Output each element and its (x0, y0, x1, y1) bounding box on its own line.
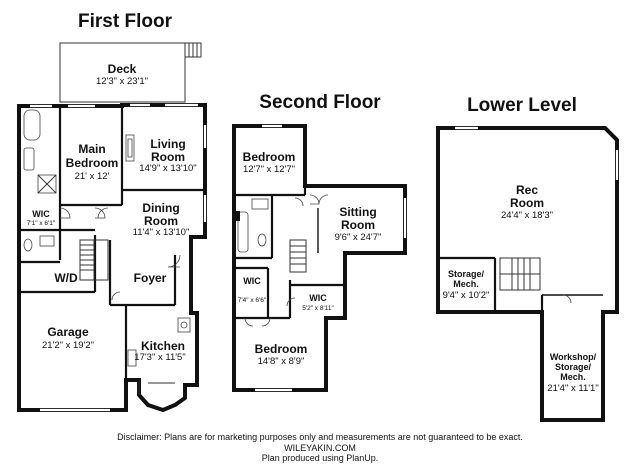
sitting-room-label-2: Room (341, 218, 375, 232)
toilet-icon-2 (257, 233, 267, 247)
bathtub-icon-2 (237, 211, 249, 253)
garage-dims: 21'2" x 19'2" (42, 340, 94, 351)
workshop-dims: 21'4" x 11'1" (547, 383, 598, 394)
wic-1-dims: 7'4" x 6'6" (238, 297, 267, 304)
deck-label: Deck (108, 62, 137, 76)
door-icon (94, 207, 106, 219)
dining-room-dims: 11'4" x 13'10" (133, 227, 190, 238)
wic-label: WIC (32, 209, 50, 219)
second-floor-title: Second Floor (259, 92, 381, 113)
rec-room-label-1: Rec (516, 183, 538, 197)
main-bedroom-label-1: Main (78, 142, 105, 156)
bathtub-icon (23, 109, 41, 141)
deck-outline (59, 42, 186, 103)
rec-room-label-2: Room (510, 196, 544, 210)
wd-label: W/D (54, 271, 78, 285)
produced-text: Plan produced using PlanUp. (261, 453, 379, 463)
sink-icon (39, 235, 55, 247)
first-floor: First Floor (17, 11, 207, 413)
kitchen-label: Kitchen (141, 339, 185, 353)
lower-level-title: Lower Level (467, 95, 577, 116)
second-floor: Second Floor (232, 92, 407, 392)
bedroom-1-dims: 12'7" x 12'7" (243, 164, 295, 175)
workshop-label-2: Storage/ (555, 362, 592, 372)
wic-dims: 7'1" x 6'1" (27, 220, 56, 227)
living-room-label-1: Living (150, 137, 185, 151)
toilet-icon (23, 238, 33, 252)
foyer-label: Foyer (134, 271, 167, 285)
lower-level-stairs (499, 257, 541, 291)
bedroom-2-dims: 14'8" x 8'9" (258, 356, 305, 367)
first-floor-stairs (79, 239, 109, 281)
second-floor-exterior-wall (232, 124, 407, 392)
vanity-icon (23, 147, 35, 171)
storage-mech-dims: 9'4" x 10'2" (443, 290, 490, 301)
wic-2-dims: 5'2" x 8'11" (302, 305, 334, 312)
wic-1-label: WIC (243, 276, 261, 286)
bedroom-2-label: Bedroom (255, 342, 308, 356)
workshop-label-1: Workshop/ (550, 352, 597, 362)
workshop-label-3: Mech. (560, 372, 586, 382)
living-room-dims: 14'9" x 13'10" (139, 163, 196, 174)
bedroom-1-label: Bedroom (243, 150, 296, 164)
first-floor-title: First Floor (78, 11, 173, 32)
garage-label: Garage (47, 325, 89, 339)
main-bedroom-label-2: Bedroom (66, 156, 119, 170)
website-text: WILEYAKIN.COM (284, 443, 356, 453)
sink-icon-kitchen (127, 349, 137, 367)
rec-room-dims: 24'4" x 18'3" (501, 210, 553, 221)
dining-room-label-1: Dining (142, 201, 179, 215)
sitting-room-dims: 9'6" x 24'7" (335, 232, 382, 243)
storage-mech-label-1: Storage/ (448, 269, 485, 279)
dining-room-label-2: Room (144, 214, 178, 228)
storage-mech-label-2: Mech. (453, 279, 479, 289)
lower-level: Lower Level Rec Room 24'4" x 18'3" Stora… (436, 95, 619, 422)
sink-icon-2 (251, 198, 269, 210)
disclaimer-text: Disclaimer: Plans are for marketing purp… (117, 432, 523, 442)
living-room-label-2: Room (151, 150, 185, 164)
second-floor-stairs (289, 239, 307, 273)
kitchen-dims: 17'3" x 11'5" (134, 352, 185, 363)
deck-dims: 12'3" x 23'1" (96, 76, 148, 87)
lower-level-exterior-wall (436, 126, 619, 422)
wic-2-label: WIC (309, 293, 327, 303)
main-bedroom-dims: 21' x 12' (75, 171, 110, 182)
sitting-room-label-1: Sitting (339, 205, 376, 219)
